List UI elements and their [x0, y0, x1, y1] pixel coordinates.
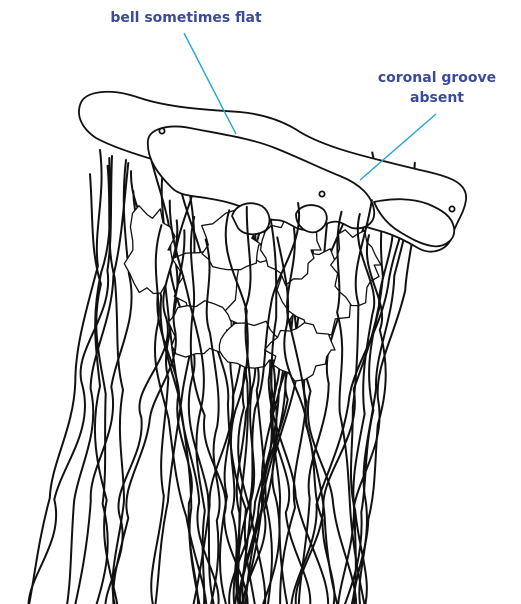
annotation-coronal-groove-absent: coronal groove absent — [372, 68, 502, 108]
annotation-text: bell sometimes flat — [110, 10, 261, 26]
rhopalium — [449, 206, 454, 211]
annotation-text-line2: absent — [372, 88, 502, 108]
annotation-bell-sometimes-flat: bell sometimes flat — [96, 8, 276, 28]
rhopalium — [319, 191, 324, 196]
annotation-text-line1: coronal groove — [372, 68, 502, 88]
tentacle — [27, 150, 101, 604]
rhopalium — [159, 128, 164, 133]
